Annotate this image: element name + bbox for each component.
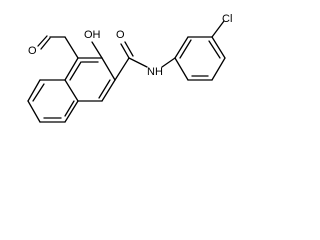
bond-aldehyde-c-o-2 <box>37 35 48 47</box>
hydroxyl-label: OH <box>84 29 101 41</box>
bond-c6-c7 <box>27 100 41 123</box>
bond-c3-c2 <box>101 57 116 81</box>
bond-c4a-c4 <box>64 57 79 81</box>
structure-svg: O OH O N H Cl <box>27 13 232 123</box>
bond-aldehyde-c-o-1 <box>40 37 51 50</box>
bond-carbonyl-o-1 <box>120 43 130 59</box>
amide-nitrogen-label: N <box>147 66 155 78</box>
bond-ring-aldehyde <box>64 36 79 59</box>
bond-carbonyl-o-2 <box>124 41 134 57</box>
bond-c2-c1-inner <box>98 79 111 99</box>
bond-p6-p1 <box>174 57 189 81</box>
carbonyl-oxygen-label: O <box>116 29 125 41</box>
bond-p3-p4 <box>211 36 226 59</box>
bond-c4a-c4-inner <box>69 61 82 81</box>
bond-p1-p2-inner <box>179 39 192 59</box>
bond-p4-p5 <box>211 57 226 81</box>
bond-p3-cl <box>211 20 225 38</box>
bond-p3-p4-inner <box>208 40 221 59</box>
bond-n-aryl <box>161 57 176 68</box>
bond-c2-carbonyl <box>114 57 130 81</box>
bond-c8-c8a-inner <box>64 100 75 117</box>
bond-c5-c6-inner <box>32 83 45 102</box>
chlorine-label: Cl <box>222 13 232 25</box>
bond-c8a-c4a <box>64 79 79 102</box>
aldehyde-oxygen-label: O <box>28 45 37 57</box>
molecule-diagram: O OH O N H Cl <box>27 13 232 123</box>
bond-c8-c8a <box>64 100 79 123</box>
bond-c5-c6 <box>27 79 41 102</box>
bond-c2-c1 <box>101 79 116 102</box>
bond-p1-p2 <box>174 36 189 59</box>
atom-label-layer: O OH O N H Cl <box>28 13 232 78</box>
bond-layer <box>27 20 226 123</box>
bond-carbonyl-n <box>128 57 148 68</box>
bond-c3-oh <box>91 41 103 59</box>
amide-hydrogen-label: H <box>155 66 163 78</box>
